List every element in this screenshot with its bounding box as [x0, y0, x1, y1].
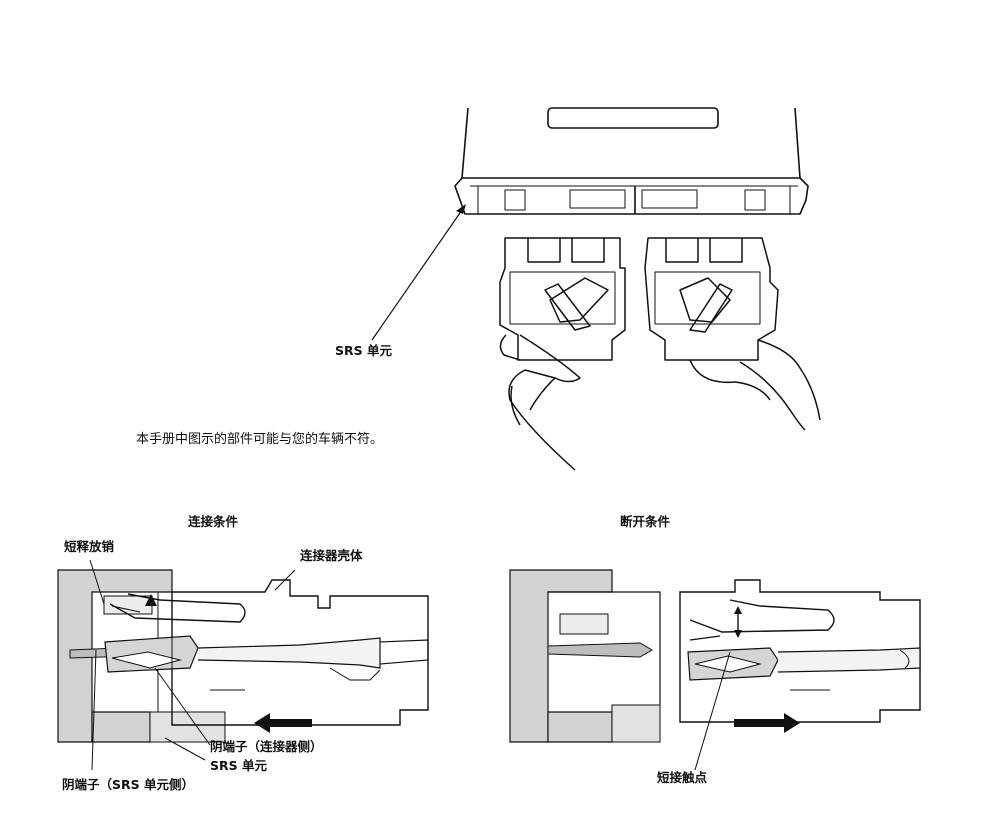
- disconnected-diagram: [509, 569, 921, 743]
- female-terminal-connector-side-label: 阴端子（连接器侧）: [210, 739, 323, 754]
- connected-leaders: [89, 559, 296, 771]
- connected-diagram: [57, 569, 429, 743]
- right-connector-drawing: [644, 237, 821, 431]
- srs-unit-drawing: [454, 107, 809, 215]
- disconnected-title: 断开条件: [620, 514, 671, 529]
- connector-housing-label: 连接器壳体: [300, 548, 363, 563]
- short-release-pin-label: 短释放销: [64, 539, 115, 554]
- srs-unit-bottom-label: SRS 单元: [210, 758, 267, 773]
- short-contact-label: 短接触点: [657, 770, 708, 785]
- disclaimer-note: 本手册中图示的部件可能与您的车辆不符。: [136, 432, 384, 447]
- disconnected-leaders: [694, 651, 731, 771]
- female-terminal-srs-side-label: 阴端子（SRS 单元侧）: [62, 777, 194, 792]
- srs-unit-label: SRS 单元: [335, 343, 392, 358]
- left-connector-drawing: [499, 237, 626, 471]
- srs-unit-leader: [371, 204, 466, 341]
- connected-title: 连接条件: [188, 514, 239, 529]
